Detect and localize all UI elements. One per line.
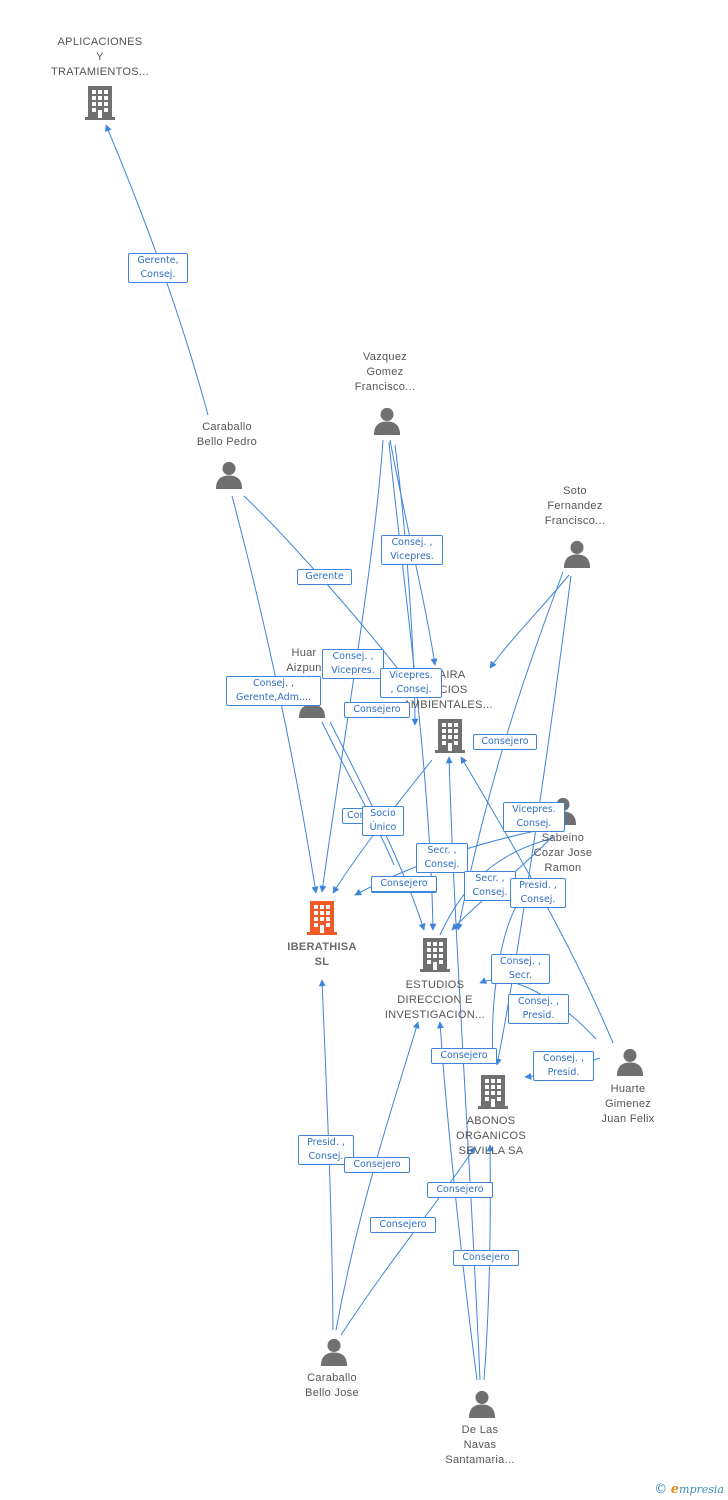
node-label-huarte-gimenez[interactable]: Huarte Gimenez Juan Felix xyxy=(601,1083,655,1125)
edge-role-label[interactable]: Secr. , Consej. xyxy=(464,871,516,901)
brand-name: mpresia xyxy=(679,1483,724,1496)
company-icon[interactable] xyxy=(85,86,115,120)
edge-role-label[interactable]: Secr. , Consej. xyxy=(416,843,468,873)
company-icon[interactable] xyxy=(435,719,465,753)
empresia-logo[interactable]: © empresia xyxy=(654,1482,724,1497)
edge-line xyxy=(455,571,564,931)
node-label-caballo-jose[interactable]: Caraballo Bello Jose xyxy=(305,1372,359,1399)
company-icon[interactable] xyxy=(307,901,337,935)
person-icon[interactable] xyxy=(563,540,591,568)
edge-role-label[interactable]: Consej. , Secr. xyxy=(491,954,550,984)
edge-role-label[interactable]: Consejero xyxy=(370,1217,436,1233)
edge-role-label[interactable]: Presid. , Consej. xyxy=(510,878,566,908)
edge-role-label[interactable]: Presid. , Consej. xyxy=(298,1135,354,1165)
person-icon[interactable] xyxy=(215,461,243,489)
edge-role-label[interactable]: Consejero xyxy=(427,1182,493,1198)
person-icon[interactable] xyxy=(373,407,401,435)
brand-initial: e xyxy=(670,1482,680,1497)
edge-role-label[interactable]: Consej. , Presid. xyxy=(533,1051,594,1081)
edge-role-label[interactable]: Consejero xyxy=(371,876,437,892)
edge-role-label[interactable]: Gerente xyxy=(297,569,352,585)
edge-role-label[interactable]: Socio Único xyxy=(362,806,404,836)
node-label-abonos[interactable]: ABONOS ORGANICOS SEVILLA SA xyxy=(456,1115,526,1157)
edge-line xyxy=(394,444,419,726)
edge-line xyxy=(439,837,554,936)
node-label-huarte-aizpun[interactable]: Huar Aizpun xyxy=(286,647,322,674)
edge-line xyxy=(335,1021,420,1331)
edge-role-label[interactable]: Consejero xyxy=(344,1157,410,1173)
edge-line xyxy=(489,574,570,669)
nodes xyxy=(85,86,644,1418)
node-label-caballo-pedro[interactable]: Caraballo Bello Pedro xyxy=(196,421,258,448)
node-label-soto[interactable]: Soto Fernandez Francisco... xyxy=(544,485,606,527)
edge-role-label[interactable]: Gerente, Consej. xyxy=(128,253,188,283)
edge-role-label[interactable]: Consej. , Vicepres. xyxy=(381,535,443,565)
edge-role-label[interactable]: Consej. , Gerente,Adm.... xyxy=(226,676,321,706)
node-label-aplicaciones[interactable]: APLICACIONES Y TRATAMIENTOS... xyxy=(50,36,149,78)
person-icon[interactable] xyxy=(320,1338,348,1366)
edges xyxy=(105,124,614,1381)
edge-line xyxy=(340,1146,476,1336)
node-label-navas[interactable]: De Las Navas Santamaria... xyxy=(445,1424,515,1466)
edge-role-label[interactable]: Consej. , Vicepres. xyxy=(322,649,384,679)
edge-role-label[interactable]: Vicepres. Consej. xyxy=(503,802,565,832)
edge-role-label[interactable]: Vicepres. , Consej. xyxy=(380,668,442,698)
edge-role-label[interactable]: Consejero xyxy=(344,702,410,718)
person-icon[interactable] xyxy=(468,1390,496,1418)
node-label-estudios[interactable]: ESTUDIOS DIRECCION E INVESTIGACION... xyxy=(384,979,486,1021)
edge-role-label[interactable]: Consejero xyxy=(473,734,537,750)
company-icon[interactable] xyxy=(420,938,450,972)
node-label-vazquez[interactable]: Vazquez Gomez Francisco... xyxy=(354,351,416,393)
node-label-sabeino[interactable]: Sabeino Cozar Jose Ramon xyxy=(533,832,593,874)
copyright-symbol: © xyxy=(654,1482,668,1497)
node-label-iberathisa[interactable]: IBERATHISA SL xyxy=(287,941,357,968)
edge-role-label[interactable]: Consejero xyxy=(431,1048,497,1064)
edge-line xyxy=(321,721,395,866)
edge-role-label[interactable]: Consejero xyxy=(453,1250,519,1266)
edge-role-label[interactable]: Consej. , Presid. xyxy=(508,994,569,1024)
person-icon[interactable] xyxy=(616,1048,644,1076)
company-icon[interactable] xyxy=(478,1075,508,1109)
